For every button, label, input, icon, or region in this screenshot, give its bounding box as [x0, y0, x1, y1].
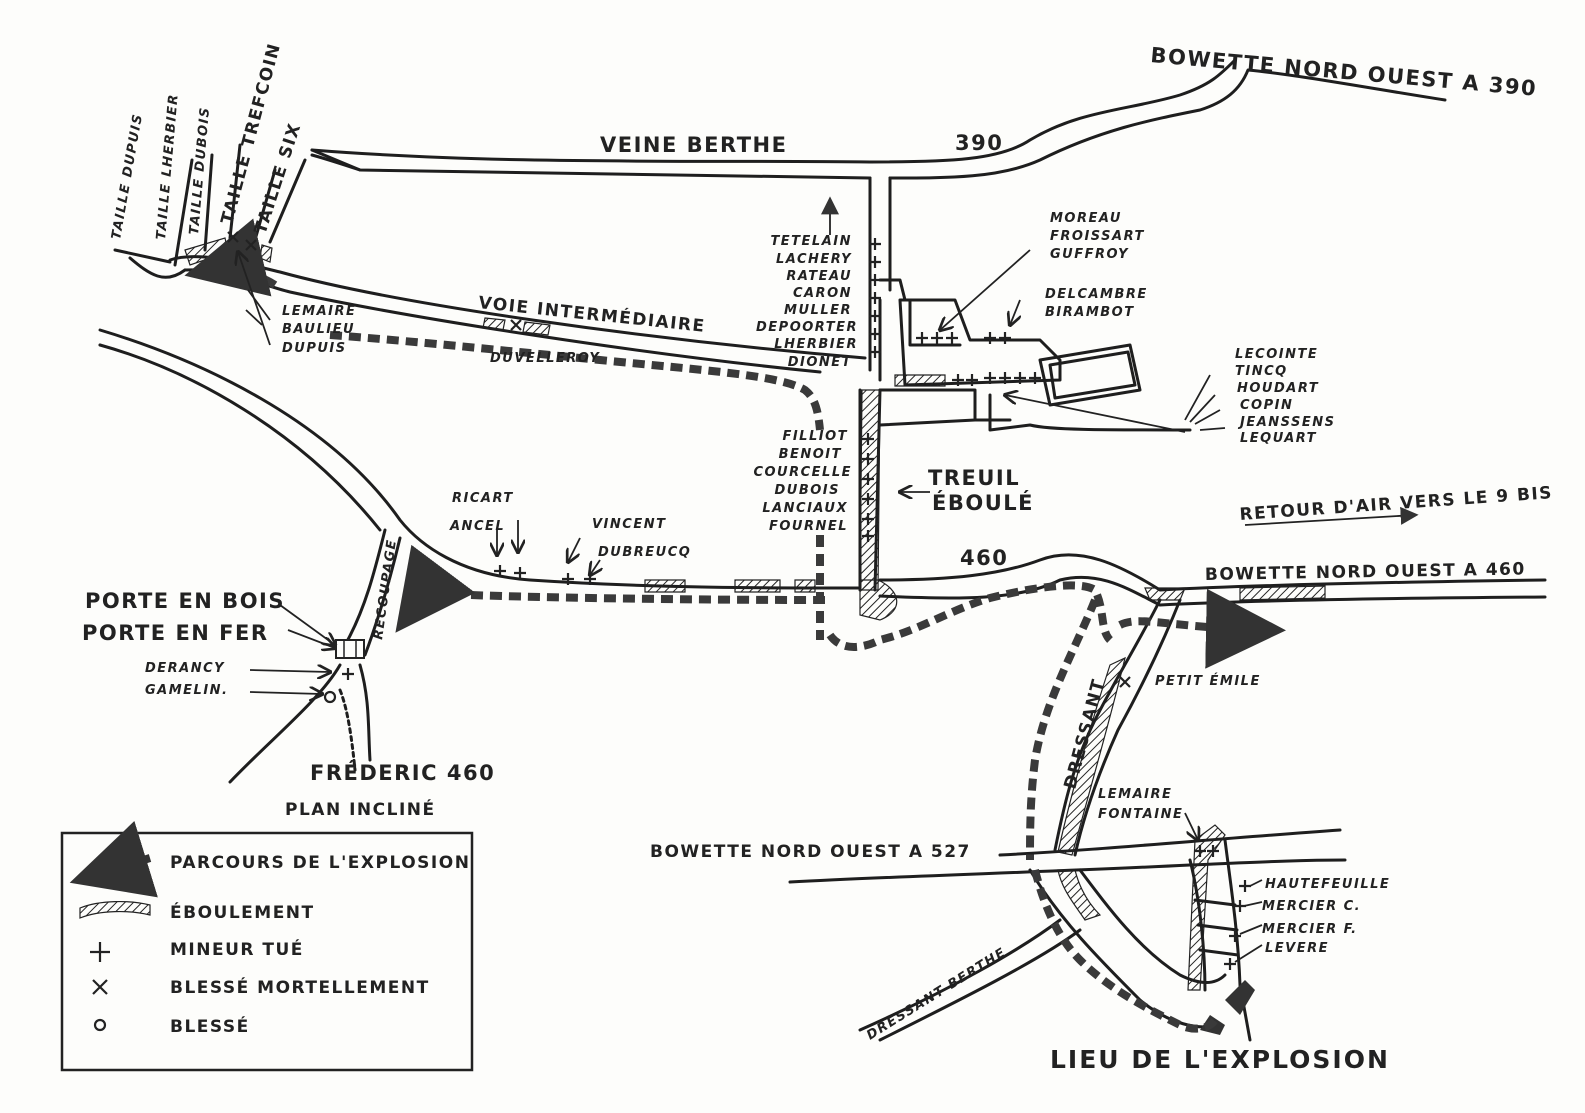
label-eboule: ÉBOULÉ [932, 490, 1034, 515]
name-ancel: ANCEL [449, 519, 505, 534]
names-shaft-upper: TETELAIN LACHERY RATEAU CARON MULLER DEP… [756, 234, 858, 370]
label-390: 390 [955, 131, 1003, 155]
svg-text:BLESSÉ: BLESSÉ [170, 1015, 250, 1037]
label-veine-berthe: VEINE BERTHE [600, 133, 787, 157]
svg-text:LANCIAUX: LANCIAUX [762, 501, 848, 516]
svg-text:DEPOORTER: DEPOORTER [756, 320, 858, 335]
svg-text:COPIN: COPIN [1240, 398, 1293, 413]
svg-text:LEVERE: LEVERE [1265, 941, 1329, 956]
svg-text:LEMAIRE: LEMAIRE [282, 304, 356, 319]
collapse-zones [184, 237, 1326, 1035]
label-taille-lherbier: TAILLE LHERBIER [154, 93, 182, 241]
svg-text:JEANSSENS: JEANSSENS [1237, 415, 1336, 430]
svg-text:TINCQ: TINCQ [1235, 364, 1288, 379]
names-hautefeuille: HAUTEFEUILLE MERCIER C. MERCIER F. LEVER… [1262, 877, 1390, 956]
label-plan-incline: PLAN INCLINÉ [285, 798, 436, 820]
names-delcambre: DELCAMBRE BIRAMBOT [1045, 287, 1148, 320]
label-retour-air: RETOUR D'AIR VERS LE 9 BIS [1239, 483, 1554, 525]
label-dressant-berthe: DRESSANT BERTHE [864, 945, 1009, 1043]
legend-item-collapse: ÉBOULEMENT [79, 900, 315, 923]
svg-text:CARON: CARON [793, 286, 852, 301]
svg-text:ÉBOULEMENT: ÉBOULEMENT [170, 901, 315, 923]
names-lemaire-fontaine: LEMAIRE FONTAINE [1098, 787, 1183, 822]
svg-text:FILLIOT: FILLIOT [782, 429, 848, 444]
name-vincent: VINCENT [592, 517, 666, 532]
svg-text:DUBOIS: DUBOIS [774, 483, 840, 498]
label-lieu-explosion: LIEU DE L'EXPLOSION [1050, 1045, 1390, 1074]
svg-text:HAUTEFEUILLE: HAUTEFEUILLE [1265, 877, 1390, 892]
svg-text:GUFFROY: GUFFROY [1050, 247, 1129, 262]
galleries [98, 58, 1547, 1042]
pointer-arrows [238, 250, 1419, 963]
legend-item-mortally-wounded: BLESSÉ MORTELLEMENT [92, 976, 430, 998]
names-moreau: MOREAU FROISSART GUFFROY [1050, 211, 1145, 262]
legend-item-explosion-path: PARCOURS DE L'EXPLOSION [69, 820, 470, 898]
svg-text:MOREAU: MOREAU [1050, 211, 1122, 226]
name-dubreucq: DUBREUCQ [598, 545, 691, 560]
svg-text:TETELAIN: TETELAIN [770, 234, 852, 249]
svg-text:DIONET: DIONET [788, 355, 852, 370]
label-bowette-390: BOWETTE NORD OUEST A 390 [1150, 43, 1539, 101]
svg-text:RATEAU: RATEAU [786, 269, 852, 284]
svg-text:BENOIT: BENOIT [779, 447, 842, 462]
label-460: 460 [960, 546, 1008, 570]
svg-text:LEQUART: LEQUART [1240, 431, 1317, 446]
svg-text:FONTAINE: FONTAINE [1098, 807, 1183, 822]
svg-text:BLESSÉ MORTELLEMENT: BLESSÉ MORTELLEMENT [170, 976, 430, 998]
svg-text:DUPUIS: DUPUIS [282, 341, 347, 356]
svg-text:HOUDART: HOUDART [1237, 381, 1319, 396]
miner-names: TETELAIN LACHERY RATEAU CARON MULLER DEP… [145, 211, 1390, 956]
name-ricart: RICART [452, 491, 514, 506]
label-porte-bois: PORTE EN BOIS [85, 589, 285, 613]
label-bowette-527: BOWETTE NORD OUEST A 527 [650, 842, 971, 862]
label-porte-fer: PORTE EN FER [82, 621, 269, 645]
svg-text:BAULIEU: BAULIEU [282, 322, 355, 337]
label-treuil: TREUIL [928, 466, 1020, 490]
names-lecointe: LECOINTE TINCQ HOUDART COPIN JEANSSENS L… [1235, 347, 1336, 446]
explosion-path [184, 196, 1286, 1033]
svg-text:MERCIER C.: MERCIER C. [1262, 899, 1361, 914]
name-duvelleroy: DUVELLEROY [490, 351, 600, 366]
svg-text:MERCIER F.: MERCIER F. [1262, 922, 1358, 937]
name-derancy: DERANCY [145, 661, 225, 676]
svg-text:LECOINTE: LECOINTE [1235, 347, 1318, 362]
names-lemaire: LEMAIRE BAULIEU DUPUIS [282, 304, 356, 356]
legend-item-wounded: BLESSÉ [93, 1015, 250, 1037]
label-recoupage: RECOUPAGE [371, 538, 400, 641]
svg-text:PARCOURS DE L'EXPLOSION: PARCOURS DE L'EXPLOSION [170, 853, 470, 873]
svg-text:MINEUR TUÉ: MINEUR TUÉ [170, 938, 304, 960]
svg-text:LHERBIER: LHERBIER [774, 337, 858, 352]
label-frederic: FRÉDERIC 460 [310, 760, 495, 785]
svg-text:BIRAMBOT: BIRAMBOT [1045, 305, 1135, 320]
svg-text:MULLER: MULLER [784, 303, 852, 318]
svg-text:FROISSART: FROISSART [1050, 229, 1145, 244]
svg-text:LACHERY: LACHERY [776, 252, 852, 267]
name-gamelin: GAMELIN. [145, 683, 229, 698]
svg-text:FOURNEL: FOURNEL [769, 519, 848, 534]
label-taille-dupuis: TAILLE DUPUIS [109, 112, 146, 241]
svg-text:LEMAIRE: LEMAIRE [1098, 787, 1172, 802]
svg-text:DELCAMBRE: DELCAMBRE [1045, 287, 1148, 302]
svg-text:COURCELLE: COURCELLE [753, 465, 852, 480]
label-petit-emile: PETIT ÉMILE [1155, 673, 1261, 689]
names-filliot: FILLIOT BENOIT COURCELLE DUBOIS LANCIAUX… [753, 429, 852, 534]
legend-item-killed: MINEUR TUÉ [90, 938, 304, 962]
legend: PARCOURS DE L'EXPLOSION ÉBOULEMENT MINEU… [60, 820, 474, 1072]
